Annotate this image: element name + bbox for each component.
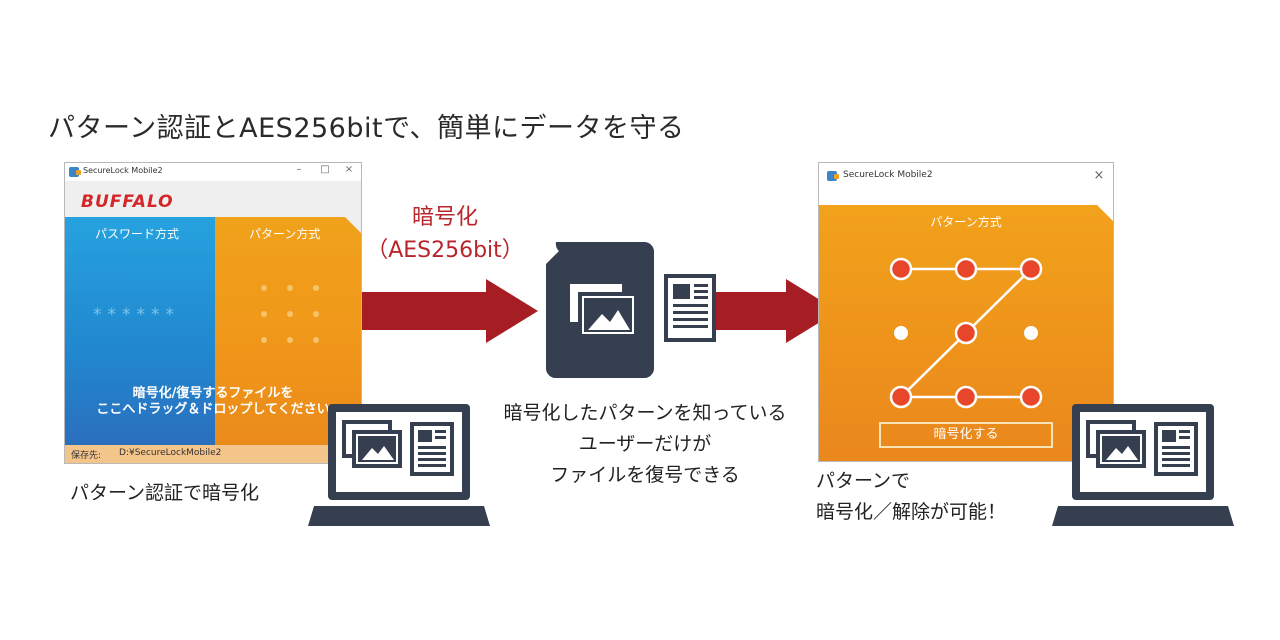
pattern-node-active[interactable] xyxy=(1019,257,1043,281)
right-app-window: SecureLock Mobile2 × パターン方式 暗号化する xyxy=(818,162,1114,462)
headline: パターン認証とAES256bitで、簡単にデータを守る xyxy=(48,113,685,144)
encrypt-button[interactable]: 暗号化する xyxy=(879,422,1053,448)
pattern-dot xyxy=(261,311,267,317)
pattern-lock-grid[interactable] xyxy=(819,163,1113,461)
pattern-dot xyxy=(313,285,319,291)
pattern-dot xyxy=(261,285,267,291)
app-icon xyxy=(827,171,839,181)
drop-zone-instructions[interactable]: 暗号化/復号するファイルを ここへドラッグ＆ドロップしてください xyxy=(65,386,361,418)
pattern-dot xyxy=(287,337,293,343)
image-file-icon xyxy=(342,420,402,468)
pattern-dot xyxy=(313,337,319,343)
drop-line-1: 暗号化/復号するファイルを xyxy=(132,386,294,401)
pattern-node[interactable] xyxy=(1024,326,1038,340)
center-line-1: 暗号化したパターンを知っている xyxy=(503,402,787,424)
caption-left: パターン認証で暗号化 xyxy=(70,482,260,504)
drop-line-2: ここへドラッグ＆ドロップしてください xyxy=(96,402,330,417)
caption-right-line-2: 暗号化／解除が可能！ xyxy=(816,501,1007,523)
app-icon xyxy=(69,167,81,177)
minimize-button[interactable]: – xyxy=(296,164,302,175)
pattern-dot xyxy=(287,285,293,291)
password-mask: ****** xyxy=(93,305,180,325)
document-file-icon xyxy=(664,274,716,342)
caption-right: パターンで 暗号化／解除が可能！ xyxy=(816,466,1006,528)
image-file-icon xyxy=(1086,420,1146,468)
pattern-node-active[interactable] xyxy=(889,385,913,409)
left-window-body: BUFFALO パスワード方式 パターン方式 ****** 暗号化/復号するファ… xyxy=(65,181,361,445)
tab-password[interactable]: パスワード方式 xyxy=(95,227,180,241)
save-location-bar: 保存先: D:¥SecureLockMobile2 xyxy=(65,445,361,463)
panel-corner xyxy=(345,217,361,233)
pattern-dot xyxy=(287,311,293,317)
pattern-node-active[interactable] xyxy=(1019,385,1043,409)
pattern-node[interactable] xyxy=(894,326,908,340)
left-app-window: SecureLock Mobile2 – □ × BUFFALO パスワード方式… xyxy=(64,162,362,464)
tab-pattern[interactable]: パターン方式 xyxy=(249,227,321,241)
document-file-icon xyxy=(410,422,454,476)
close-button[interactable]: × xyxy=(1093,168,1105,183)
image-file-icon xyxy=(566,280,638,338)
center-description: 暗号化したパターンを知っている ユーザーだけが ファイルを復号できる xyxy=(470,398,820,491)
encryption-label: 暗号化 xyxy=(411,205,478,230)
pattern-node-active[interactable] xyxy=(954,257,978,281)
save-path[interactable]: D:¥SecureLockMobile2 xyxy=(119,448,222,458)
arrow-shaft-1 xyxy=(362,292,490,330)
left-window-titlebar: SecureLock Mobile2 – □ × xyxy=(65,163,361,181)
arrow-head-1 xyxy=(486,279,538,343)
brand-logo: BUFFALO xyxy=(81,192,174,212)
storage-device-icon xyxy=(546,242,716,378)
left-window-title: SecureLock Mobile2 xyxy=(83,166,163,175)
encryption-algorithm: （AES256bit） xyxy=(366,238,524,263)
close-button[interactable]: × xyxy=(344,164,354,175)
pattern-dot xyxy=(261,337,267,343)
pattern-node-active[interactable] xyxy=(889,257,913,281)
center-line-3: ファイルを復号できる xyxy=(550,464,740,486)
document-file-icon xyxy=(1154,422,1198,476)
arrow-shaft-2 xyxy=(716,292,790,330)
pattern-dot xyxy=(313,311,319,317)
panel-corner xyxy=(1097,205,1113,221)
pattern-node-active[interactable] xyxy=(954,385,978,409)
caption-right-line-1: パターンで xyxy=(816,470,911,492)
laptop-icon xyxy=(1052,404,1234,526)
pattern-node-active[interactable] xyxy=(954,321,978,345)
right-window-title: SecureLock Mobile2 xyxy=(843,170,933,180)
laptop-icon xyxy=(308,404,490,526)
maximize-button[interactable]: □ xyxy=(320,164,330,175)
tab-pattern[interactable]: パターン方式 xyxy=(930,215,1002,229)
center-line-2: ユーザーだけが xyxy=(578,433,712,455)
save-label: 保存先: xyxy=(71,451,102,461)
right-window-titlebar: SecureLock Mobile2 × xyxy=(819,163,1113,189)
password-mode-panel[interactable] xyxy=(65,217,215,445)
